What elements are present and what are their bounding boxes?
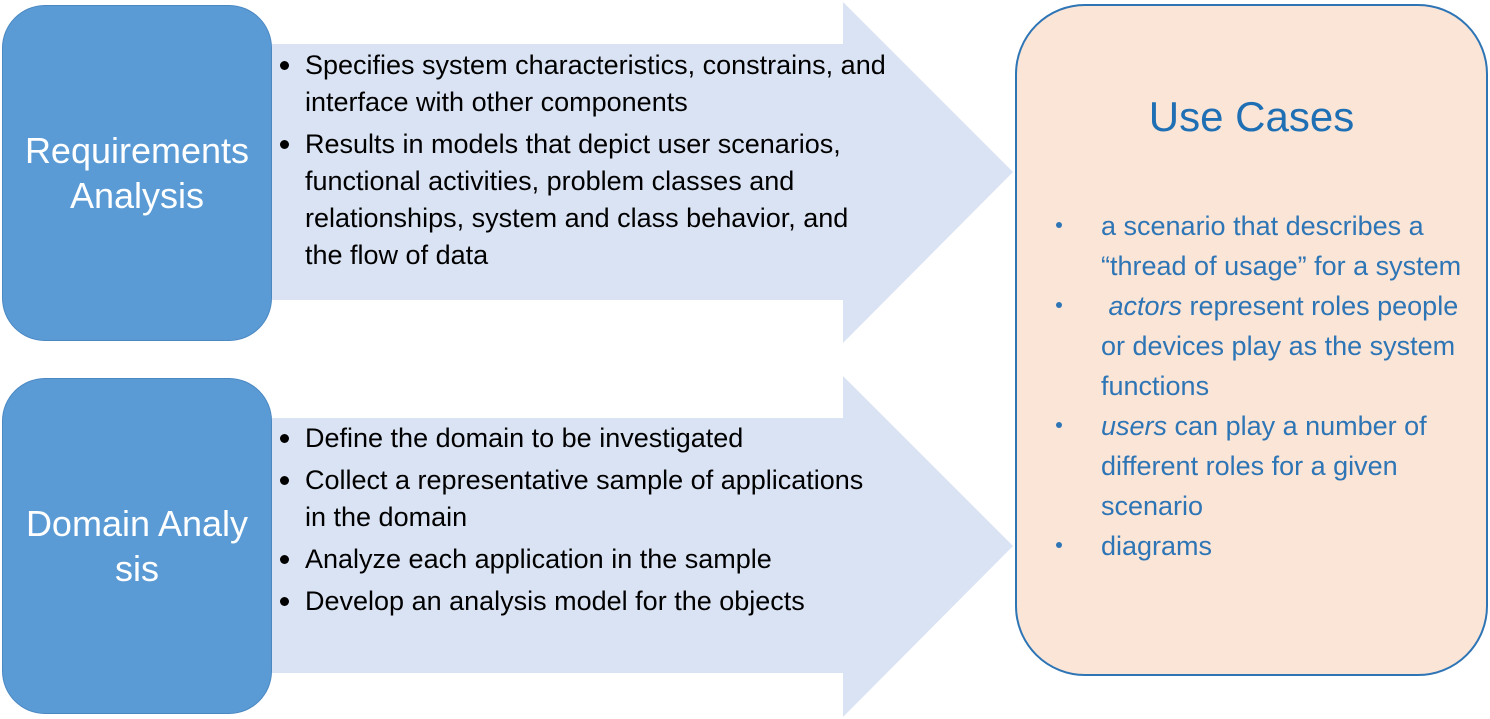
- use-case-emphasis: actors: [1108, 291, 1183, 321]
- domain-bullet: Collect a representative sample of appli…: [278, 462, 888, 536]
- use-case-text: diagrams: [1101, 531, 1213, 561]
- domain-analysis-title: Domain Analysis: [25, 503, 249, 589]
- requirements-analysis-box: Requirements Analysis: [3, 6, 271, 340]
- use-cases-bullet-list: a scenario that describes a “thread of u…: [1053, 206, 1463, 566]
- domain-bullet-list: Define the domain to be investigated Col…: [278, 420, 888, 625]
- use-case-bullet: diagrams: [1053, 526, 1463, 566]
- domain-analysis-box: Domain Analysis: [3, 379, 271, 713]
- use-case-text: represent roles people or devices play a…: [1101, 291, 1459, 401]
- use-case-bullet: a scenario that describes a “thread of u…: [1053, 206, 1463, 286]
- use-case-emphasis: users: [1101, 411, 1168, 441]
- use-case-bullet: actors represent roles people or devices…: [1053, 286, 1463, 406]
- use-cases-title: Use Cases: [1148, 93, 1355, 140]
- use-case-text: a scenario that describes a “thread of u…: [1101, 211, 1462, 281]
- requirements-bullet: Results in models that depict user scena…: [278, 126, 888, 274]
- requirements-bullet: Specifies system characteristics, constr…: [278, 47, 888, 121]
- domain-bullet: Analyze each application in the sample: [278, 541, 888, 578]
- domain-bullet: Develop an analysis model for the object…: [278, 583, 888, 620]
- requirements-bullet-list: Specifies system characteristics, constr…: [278, 47, 888, 279]
- requirements-arrow: [272, 2, 1013, 343]
- use-case-bullet: users can play a number of different rol…: [1053, 406, 1463, 526]
- use-case-text: can play a number of different roles for…: [1101, 411, 1427, 521]
- requirements-analysis-title: Requirements Analysis: [24, 130, 250, 216]
- domain-arrow: [272, 376, 1013, 717]
- use-cases-box: Use Cases a scenario that describes a “t…: [1015, 4, 1488, 676]
- domain-bullet: Define the domain to be investigated: [278, 420, 888, 457]
